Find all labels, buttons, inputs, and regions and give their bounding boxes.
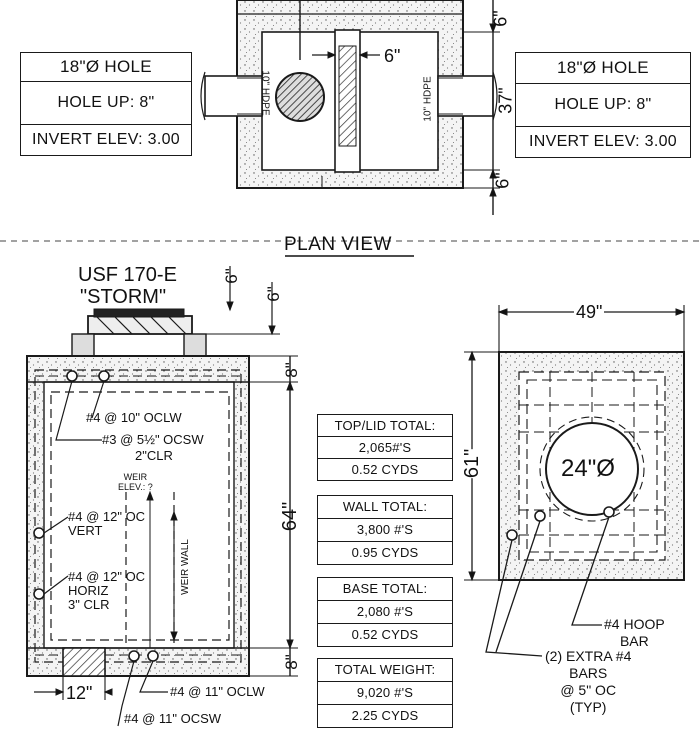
plan-weir-gap-dim: 6" — [384, 46, 401, 66]
totals-volume: 0.52 CYDS — [351, 627, 419, 642]
totals-title: TOP/LID TOTAL: — [318, 415, 452, 437]
totals-table-wall: WALL TOTAL: 3,800 #'S 0.95 CYDS — [317, 495, 453, 565]
vert-note: #4 @ 12" OC VERT — [68, 509, 146, 538]
plan-pipe-right-label: 10" HDPE — [422, 76, 434, 122]
bottom-oclw-note: #4 @ 11" OCLW — [170, 684, 265, 699]
plan-pipe-left-label: 10" HDPE — [259, 70, 271, 116]
totals-volume: 0.95 CYDS — [351, 545, 419, 560]
plan-view-drawing — [200, 0, 500, 215]
base-dim: 8" — [281, 654, 301, 670]
totals-weight: 2,080 #'S — [318, 601, 452, 624]
top-width-dim: 49" — [574, 302, 605, 323]
top-depth-dim: 61" — [461, 448, 485, 479]
horiz-note: #4 @ 12" OC HORIZ 3" CLR — [68, 569, 146, 612]
plan-bottom-dim: 6" — [492, 172, 513, 189]
weir-elev-note: WEIR ELEV.: ? — [118, 472, 153, 492]
section-view-drawing — [26, 266, 298, 727]
lid-top-dim: 6" — [221, 268, 241, 284]
totals-title: BASE TOTAL: — [318, 578, 452, 601]
hole-size-label: 18"Ø HOLE — [21, 53, 191, 82]
plan-middle-dim: 37" — [495, 87, 516, 114]
weir-wall-label: WEIR WALL — [179, 539, 191, 595]
hole-up-label: HOLE UP: 8" — [516, 84, 690, 127]
hole-callout-left: 18"Ø HOLE HOLE UP: 8" INVERT ELEV: 3.00 — [20, 52, 192, 156]
lid-side-dim: 6" — [263, 286, 283, 302]
invert-elev-label: INVERT ELEV: 3.00 — [32, 131, 180, 148]
plan-view-title: PLAN VIEW — [284, 234, 392, 255]
totals-table-base: BASE TOTAL: 2,080 #'S 0.52 CYDS — [317, 577, 453, 647]
top-oclw-note: #4 @ 10" OCLW — [86, 410, 182, 425]
totals-title: TOTAL WEIGHT: — [318, 659, 452, 682]
height-dim: 64" — [279, 501, 302, 532]
totals-table-top-lid: TOP/LID TOTAL: 2,065#'S 0.52 CYDS — [317, 414, 453, 481]
totals-weight: 9,020 #'S — [318, 682, 452, 705]
totals-weight: 3,800 #'S — [318, 519, 452, 542]
totals-weight: 2,065#'S — [318, 437, 452, 459]
hole-up-label: HOLE UP: 8" — [21, 82, 191, 125]
top-clr-note: 2"CLR — [135, 448, 173, 463]
totals-table-total: TOTAL WEIGHT: 9,020 #'S 2.25 CYDS — [317, 658, 453, 728]
totals-title: WALL TOTAL: — [318, 496, 452, 519]
product-name: USF 170-E — [78, 264, 177, 286]
totals-volume: 2.25 CYDS — [351, 708, 419, 723]
hole-callout-right: 18"Ø HOLE HOLE UP: 8" INVERT ELEV: 3.00 — [515, 52, 691, 158]
plan-top-dim: 6" — [490, 10, 511, 27]
top-slab-dim: 8" — [281, 362, 301, 378]
extra-bars-note: (2) EXTRA #4 BARS @ 5" OC (TYP) — [545, 648, 632, 715]
totals-volume: 0.52 CYDS — [351, 462, 419, 477]
top-ocsw-note: #3 @ 5½" OCSW — [102, 432, 204, 447]
invert-elev-label: INVERT ELEV: 3.00 — [529, 133, 677, 150]
bottom-ocsw-note: #4 @ 11" OCSW — [124, 711, 222, 726]
hoop-bar-note: #4 HOOP BAR — [604, 616, 665, 649]
opening-label: 24"Ø — [561, 455, 615, 482]
product-type: "STORM" — [80, 286, 167, 308]
hole-size-label: 18"Ø HOLE — [516, 53, 690, 84]
weir-gap-dim: 12" — [66, 683, 93, 703]
top-view-drawing — [464, 305, 686, 657]
